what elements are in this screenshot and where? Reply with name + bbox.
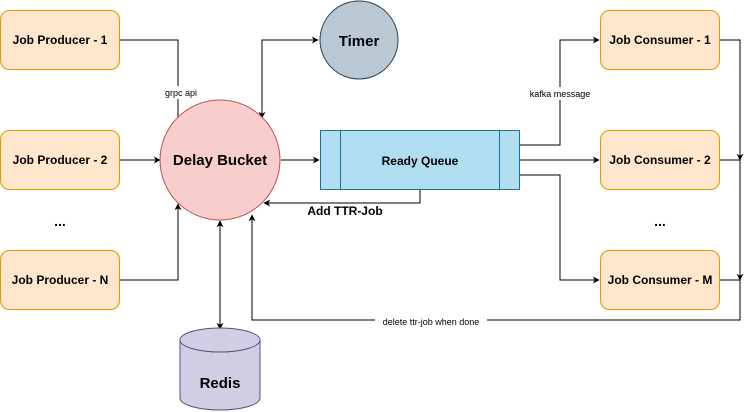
grpc-label-bg bbox=[162, 86, 200, 99]
delay-bucket-label: Delay Bucket bbox=[173, 152, 267, 169]
edges bbox=[120, 36, 744, 330]
ready-queue-box bbox=[320, 130, 520, 190]
redis-cylinder-body bbox=[179, 340, 261, 411]
kafka-label-bg bbox=[524, 87, 596, 100]
edge-delete-ttr-job bbox=[248, 214, 741, 321]
kafka-message-label: kafka message bbox=[530, 89, 591, 99]
edge-producer1-to-bucket bbox=[120, 39, 182, 129]
job-producer-n: Job Producer - N bbox=[0, 250, 120, 310]
job-consumer-1-box bbox=[600, 10, 720, 70]
job-consumer-m-box bbox=[600, 250, 720, 310]
ready-queue-label: Ready Queue bbox=[382, 154, 459, 168]
job-consumer-m-label: Job Consumer - M bbox=[608, 273, 713, 287]
producers-ellipsis: ... bbox=[54, 213, 66, 229]
job-consumer-m: Job Consumer - M bbox=[600, 250, 720, 310]
job-consumer-2: Job Consumer - 2 bbox=[600, 130, 720, 190]
edge-queue-to-bucket-ttr bbox=[263, 190, 421, 207]
consumers-ellipsis: ... bbox=[654, 213, 666, 229]
ready-queue: Ready Queue bbox=[320, 130, 520, 190]
edge-producerN-to-bucket bbox=[120, 203, 182, 281]
job-producer-n-label: Job Producer - N bbox=[12, 273, 109, 287]
add-ttr-job-label: Add TTR-Job bbox=[307, 204, 382, 218]
delete-ttr-job-label: delete ttr-job when done bbox=[383, 317, 480, 327]
timer-circle bbox=[319, 0, 399, 80]
redis: Redis bbox=[179, 327, 261, 411]
timer: Timer bbox=[319, 0, 399, 80]
edge-consumer2-return bbox=[720, 159, 744, 281]
job-consumer-2-box bbox=[600, 130, 720, 190]
timer-label: Timer bbox=[339, 33, 380, 50]
delay-bucket: Delay Bucket bbox=[159, 99, 281, 221]
job-producer-n-box bbox=[0, 250, 120, 310]
redis-cylinder-top bbox=[179, 327, 261, 353]
job-producer-2-label: Job Producer - 2 bbox=[13, 153, 108, 167]
redis-label: Redis bbox=[200, 375, 241, 392]
grpc-api-label: grpc api bbox=[165, 88, 197, 98]
job-producer-1: Job Producer - 1 bbox=[0, 10, 120, 70]
delete-label-bg bbox=[375, 315, 487, 327]
edge-bucket-timer bbox=[258, 36, 319, 119]
job-consumer-1-label: Job Consumer - 1 bbox=[609, 33, 711, 47]
job-producer-2: Job Producer - 2 bbox=[0, 130, 120, 190]
job-producer-2-box bbox=[0, 130, 120, 190]
job-consumer-2-label: Job Consumer - 2 bbox=[609, 153, 711, 167]
job-producer-1-box bbox=[0, 10, 120, 70]
edge-consumer1-return bbox=[720, 39, 744, 161]
edge-queue-to-consumerM bbox=[520, 174, 600, 284]
delay-bucket-circle bbox=[159, 99, 281, 221]
job-consumer-1: Job Consumer - 1 bbox=[600, 10, 720, 70]
job-producer-1-label: Job Producer - 1 bbox=[13, 33, 108, 47]
